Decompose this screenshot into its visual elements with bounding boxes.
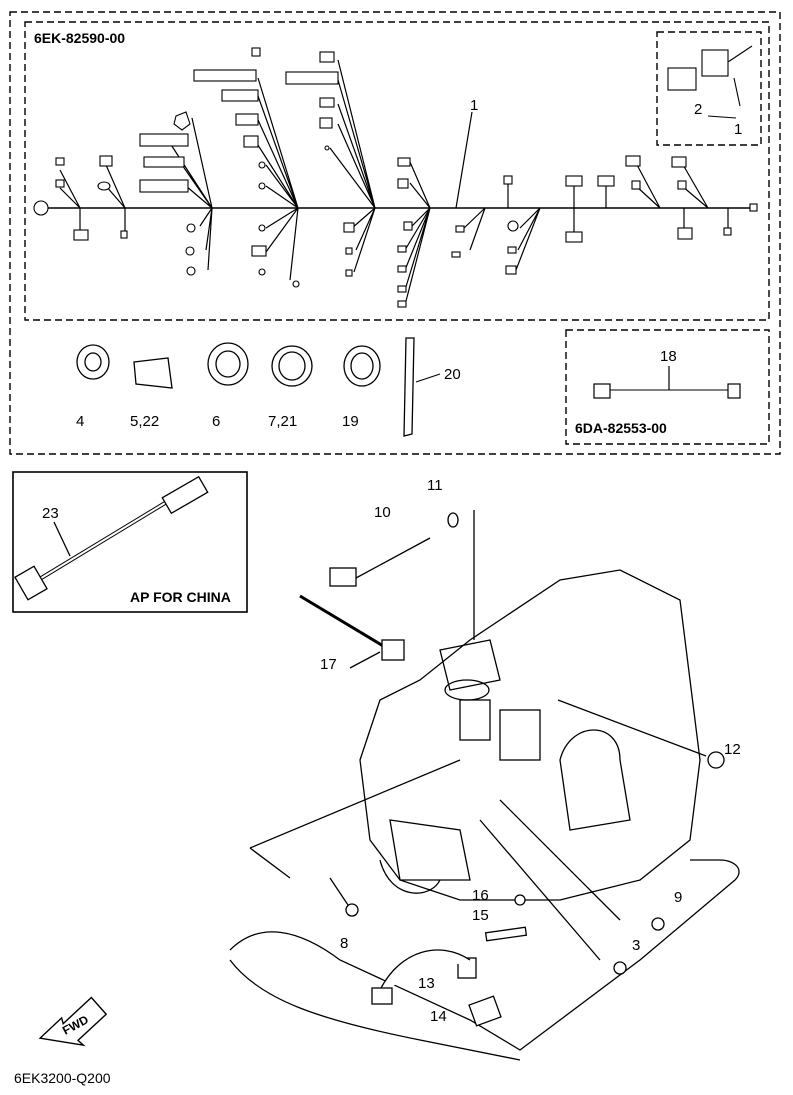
lead-kit-code: 6DA-82553-00 [575,420,667,436]
fwd-arrow [38,996,108,1047]
harness-kit-code: 6EK-82590-00 [34,30,126,46]
callout-17: 17 [320,656,337,673]
clips-row [76,337,415,437]
callout-4: 4 [76,413,85,430]
callout-1-detail: 1 [734,121,743,138]
lead-kit-box [565,329,770,445]
callout-2: 2 [694,101,703,118]
engine-block [229,510,740,1061]
callout-18: 18 [660,348,677,365]
china-box [12,471,248,613]
callout-5-22: 5,22 [130,413,160,430]
callout-6: 6 [212,413,221,430]
callout-9: 9 [674,889,683,906]
footer-code: 6EK3200-Q200 [14,1070,111,1086]
lead-wire [593,366,741,399]
callout-20: 20 [444,366,461,383]
callout-3: 3 [632,937,641,954]
callout-1: 1 [470,97,479,114]
outer-dashed-frame [9,11,781,455]
harness-kit-box [24,21,770,321]
callout-8: 8 [340,935,349,952]
callout-23: 23 [42,505,59,522]
callout-12: 12 [724,741,741,758]
detail-leaders [707,77,741,119]
callout-14: 14 [430,1008,447,1025]
callout-13: 13 [418,975,435,992]
engine-parts [299,512,725,1027]
callout-11: 11 [427,477,443,494]
harness-connectors [33,45,758,308]
china-cable [14,475,209,601]
callout-19: 19 [342,413,359,430]
china-note: AP FOR CHINA [130,589,231,605]
callout-16: 16 [472,887,489,904]
wire-harness [40,59,752,306]
clip-leaders [415,373,730,391]
callout-15: 15 [472,907,489,924]
callout-10: 10 [374,504,391,521]
callout-7-21: 7,21 [268,413,298,430]
connector-detail-box [656,31,762,146]
